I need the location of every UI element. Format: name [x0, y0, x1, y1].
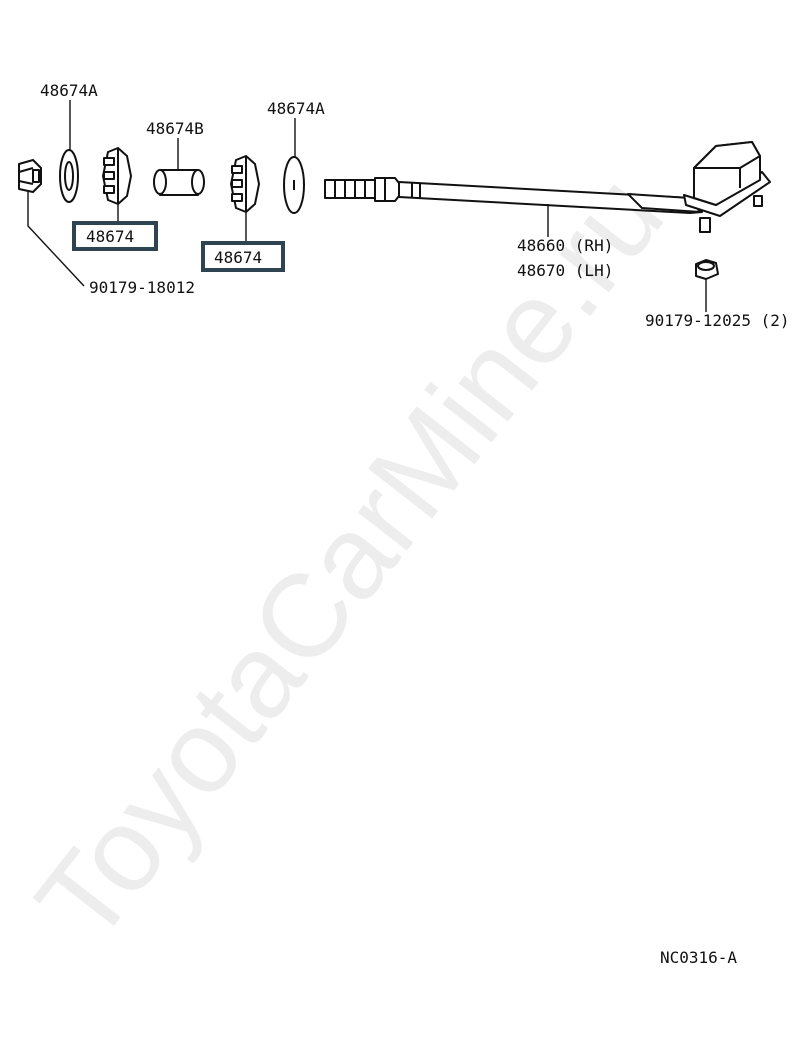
figure-code: NC0316-A [660, 948, 737, 967]
leader-lines [27, 100, 707, 312]
label-collar: 48674B [146, 119, 204, 138]
bushing-left-part [102, 147, 132, 205]
label-arm-rh: 48660 (RH) [517, 236, 613, 255]
collar-part [153, 169, 205, 196]
label-washer-a-left: 48674A [40, 81, 98, 100]
washer-a-left-part [59, 149, 79, 203]
label-arm-lh: 48670 (LH) [517, 261, 613, 280]
label-bushing-left: 48674 [86, 227, 134, 246]
label-washer-a-right: 48674A [267, 99, 325, 118]
label-nut: 90179-12025 (2) [645, 311, 790, 330]
label-bushing-right: 48674 [214, 248, 262, 267]
bushing-right-label-box: 48674 [201, 241, 285, 272]
mount-bracket-part [683, 141, 771, 233]
label-bolt: 90179-18012 [89, 278, 195, 297]
bolt-part [18, 159, 42, 193]
washer-a-right-part [283, 156, 305, 214]
bushing-left-label-box: 48674 [72, 221, 158, 251]
stabilizer-arm-part [324, 177, 703, 214]
bushing-right-part [230, 155, 260, 213]
nut-part [695, 259, 719, 280]
